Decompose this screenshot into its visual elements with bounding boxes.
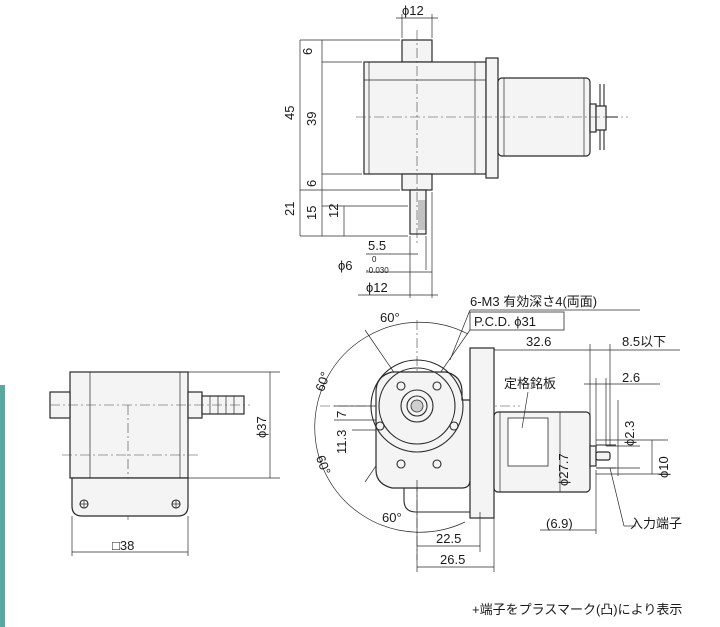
dim-45: 45 <box>282 106 297 120</box>
side-flange <box>469 347 495 519</box>
dim-7: 7 <box>334 411 349 418</box>
output-shaft <box>409 189 427 235</box>
spec-pcd: P.C.D. ϕ31 <box>474 314 536 329</box>
dim-phi37: ϕ37 <box>254 416 269 438</box>
angle-top: 60° <box>380 310 400 325</box>
dim-phi6-tol-lower: -0.030 <box>366 266 389 275</box>
flange <box>485 57 499 179</box>
dim-sq38: □38 <box>112 538 134 553</box>
dim-phi12-shaft: ϕ12 <box>366 280 388 295</box>
dim-8-5: 8.5以下 <box>622 334 666 349</box>
dim-5-5: 5.5 <box>368 238 386 253</box>
front-view: 6-M3 有効深さ4(両面) P.C.D. ϕ31 60° 60° 60° 60… <box>312 294 682 572</box>
dim-phi6-tol-upper: 0 <box>372 255 377 264</box>
dim-top-phi12: ϕ12 <box>402 3 424 18</box>
left-view: ϕ37 □38 <box>49 371 280 556</box>
gear-housing <box>363 61 487 175</box>
dim-6-bottom: 6 <box>304 180 319 187</box>
dim-phi6: ϕ6 <box>338 258 353 273</box>
left-body <box>69 371 189 479</box>
mounting-holes <box>375 381 459 469</box>
dim-39: 39 <box>304 112 319 126</box>
dim-2-6: 2.6 <box>622 370 640 385</box>
label-nameplate: 定格銘板 <box>504 376 556 391</box>
top-view: ϕ12 6 45 39 6 21 15 12 5.5 ϕ6 0 -0.030 ϕ… <box>282 3 628 298</box>
dim-11-3: 11.3 <box>334 430 349 454</box>
dim-6-top: 6 <box>300 48 315 55</box>
dim-15: 15 <box>304 206 319 220</box>
dim-12: 12 <box>326 204 341 218</box>
dim-phi27-7: ϕ27.7 <box>556 453 571 486</box>
dim-6-9: (6.9) <box>546 516 573 531</box>
dim-21: 21 <box>282 202 297 216</box>
dim-phi10: ϕ10 <box>656 456 671 478</box>
dim-phi2-3: ϕ2.3 <box>622 421 637 446</box>
angle-left: 60° <box>312 370 333 394</box>
footnote: +端子をプラスマーク(凸)により表示 <box>472 602 682 617</box>
page-edge-accent <box>0 385 5 627</box>
angle-bottom: 60° <box>382 510 402 525</box>
dim-22-5: 22.5 <box>436 531 461 546</box>
nameplate <box>507 417 549 467</box>
label-input-terminal: 入力端子 <box>630 516 682 531</box>
dim-32-6: 32.6 <box>526 334 551 349</box>
dim-26-5: 26.5 <box>440 552 465 567</box>
angle-bottom-left: 60° <box>313 453 334 477</box>
spec-holes: 6-M3 有効深さ4(両面) <box>470 294 597 309</box>
